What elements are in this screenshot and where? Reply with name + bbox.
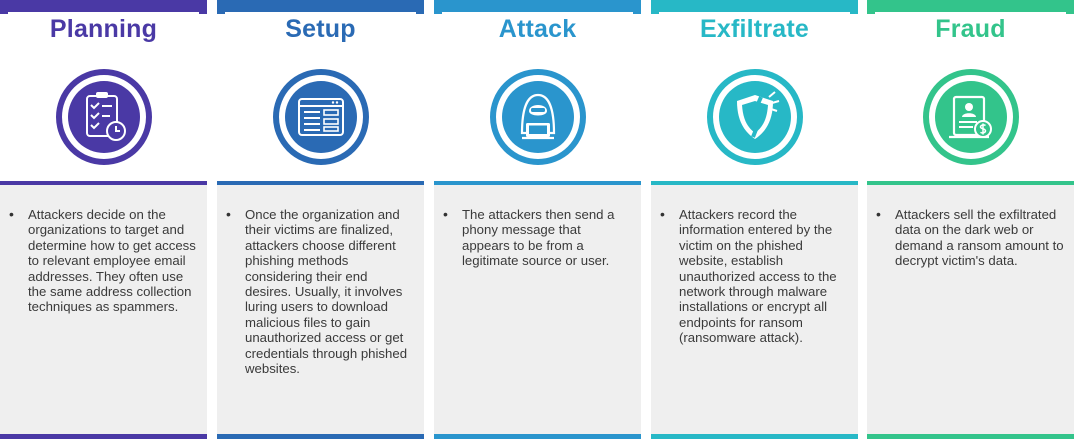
stage-title: Setup — [285, 15, 356, 43]
bullet-dot: • — [226, 206, 231, 222]
header-bar — [434, 0, 641, 14]
stage-card: • Attackers decide on the organizations … — [0, 181, 207, 439]
stage-header: Fraud — [867, 0, 1074, 43]
header-title-box — [442, 12, 633, 42]
stage-title: Attack — [498, 15, 577, 43]
stage-description: Once the organization and their victims … — [245, 207, 408, 377]
stage-title: Exfiltrate — [700, 15, 809, 43]
header-bar — [867, 0, 1074, 14]
stage-description: Attackers sell the exfiltrated data on t… — [895, 207, 1064, 269]
stage-fraud: Fraud • Attackers sell the exfiltrated d… — [867, 0, 1074, 439]
card-bottom-line — [651, 434, 858, 439]
stage-card: • Attackers record the information enter… — [651, 181, 858, 439]
card-top-line — [217, 181, 424, 185]
card-bottom-line — [867, 434, 1074, 439]
stage-title: Fraud — [935, 15, 1006, 43]
header-bar — [0, 0, 207, 14]
browser-window-icon — [271, 67, 371, 167]
ransom-document-icon — [921, 67, 1021, 167]
stage-setup: Setup • Once the organization and their … — [217, 0, 424, 439]
stage-attack: Attack • The attackers then send a phony… — [434, 0, 641, 439]
card-bottom-line — [0, 434, 207, 439]
card-top-line — [0, 181, 207, 185]
stage-card: • Attackers sell the exfiltrated data on… — [867, 181, 1074, 439]
header-title-box — [875, 12, 1066, 42]
card-top-line — [434, 181, 641, 185]
stage-header: Exfiltrate — [651, 0, 858, 43]
header-title-box — [225, 12, 416, 42]
bullet-dot: • — [660, 206, 665, 222]
card-top-line — [867, 181, 1074, 185]
header-bar — [651, 0, 858, 14]
stage-card: • The attackers then send a phony messag… — [434, 181, 641, 439]
checklist-clock-icon — [54, 67, 154, 167]
card-bottom-line — [217, 434, 424, 439]
stage-header: Setup — [217, 0, 424, 43]
header-title-box — [659, 12, 850, 42]
header-title-box — [8, 12, 199, 42]
stage-description: The attackers then send a phony message … — [462, 207, 615, 269]
hooded-hacker-icon — [488, 67, 588, 167]
stage-exfiltrate: Exfiltrate • Attackers record the inform… — [651, 0, 858, 439]
card-top-line — [651, 181, 858, 185]
stage-header: Planning — [0, 0, 207, 43]
header-bar — [217, 0, 424, 14]
card-bottom-line — [434, 434, 641, 439]
stage-header: Attack — [434, 0, 641, 43]
stage-description: Attackers decide on the organizations to… — [28, 207, 196, 315]
broken-shield-icon — [705, 67, 805, 167]
stage-description: Attackers record the information entered… — [679, 207, 837, 346]
stage-planning: Planning • Attackers decide on the organ… — [0, 0, 207, 439]
bullet-dot: • — [9, 206, 14, 222]
stage-card: • Once the organization and their victim… — [217, 181, 424, 439]
bullet-dot: • — [876, 206, 881, 222]
stage-title: Planning — [49, 15, 158, 43]
bullet-dot: • — [443, 206, 448, 222]
